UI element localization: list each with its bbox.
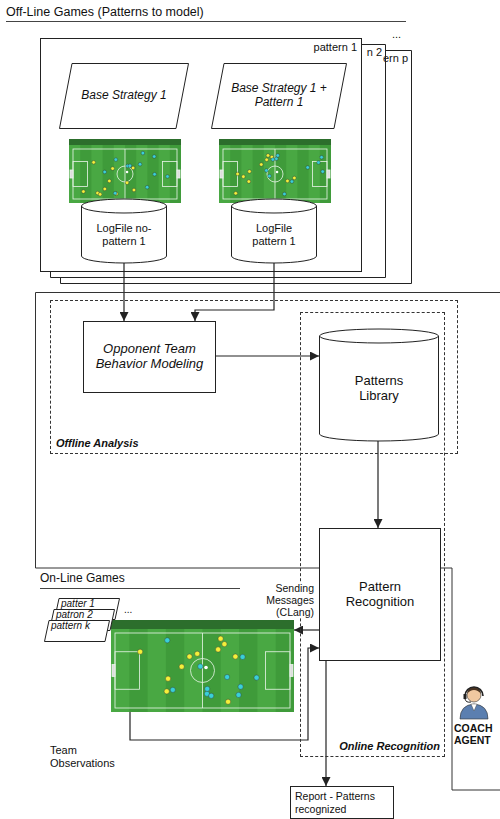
soccer-field [219, 139, 331, 203]
region-label: Offline Analysis [56, 437, 139, 450]
box-label: Pattern Recognition [327, 580, 433, 610]
section-heading: Off-Line Games (Patterns to model) [6, 5, 406, 22]
strategy-box: Base Strategy 1 + Pattern 1 [211, 63, 347, 129]
connector-label: Sending Messages (CLang) [246, 582, 314, 618]
recognition-region: Online Recognition Pattern Recognition [300, 312, 445, 757]
box-label: Base Strategy 1 + Pattern 1 [229, 82, 329, 110]
process-box: Opponent Team Behavior Modeling [83, 321, 216, 393]
soccer-field [69, 139, 181, 203]
library-cylinder: Patterns Library [319, 329, 439, 441]
coach-icon [458, 684, 490, 720]
soccer-field [111, 620, 294, 712]
box-label: Base Strategy 1 [81, 89, 166, 103]
region-label: pattern 1 [314, 41, 357, 54]
box-label: LogFile no-pattern 1 [89, 222, 159, 247]
logfile-cylinder: LogFile pattern 1 [231, 199, 317, 263]
connector-label: Team Observations [50, 744, 130, 769]
ellipsis-mark: ... [392, 28, 401, 41]
box-label: Patterns Library [335, 374, 423, 404]
pattern-card: pattern k [44, 620, 110, 642]
region-label: On-Line Games [40, 572, 240, 589]
process-box: Pattern Recognition [319, 528, 441, 661]
region-label: n 2 [367, 46, 382, 59]
box-label: Opponent Team Behavior Modeling [91, 342, 208, 372]
flow-arrow [325, 661, 326, 786]
region-label: COACH AGENT [454, 722, 498, 746]
flow-arrow [294, 629, 319, 630]
logfile-cylinder: LogFile no-pattern 1 [81, 199, 167, 263]
flow-arrow [377, 441, 378, 528]
box-label: Report - Patterns recognized [295, 790, 389, 814]
strategy-box: Base Strategy 1 [59, 63, 189, 129]
box-label: pattern k [51, 620, 90, 631]
ellipsis-mark: ... [124, 604, 132, 616]
region-label: ern p [383, 52, 408, 65]
analysis-region: Offline Analysis Opponent Team Behavior M… [50, 300, 458, 454]
flow-arrow [216, 355, 319, 356]
report-box: Report - Patterns recognized [290, 786, 394, 819]
box-label: patron 2 [56, 609, 93, 620]
region-label: Online Recognition [339, 740, 440, 753]
box-label: patter 1 [61, 598, 95, 609]
coach-region: COACH AGENT Offline Analysis Opponent Team… [35, 292, 500, 794]
box-label: LogFile pattern 1 [239, 222, 309, 247]
pattern-card: pattern 1 Base Strategy 1 Base Strategy 1 … [40, 38, 362, 272]
